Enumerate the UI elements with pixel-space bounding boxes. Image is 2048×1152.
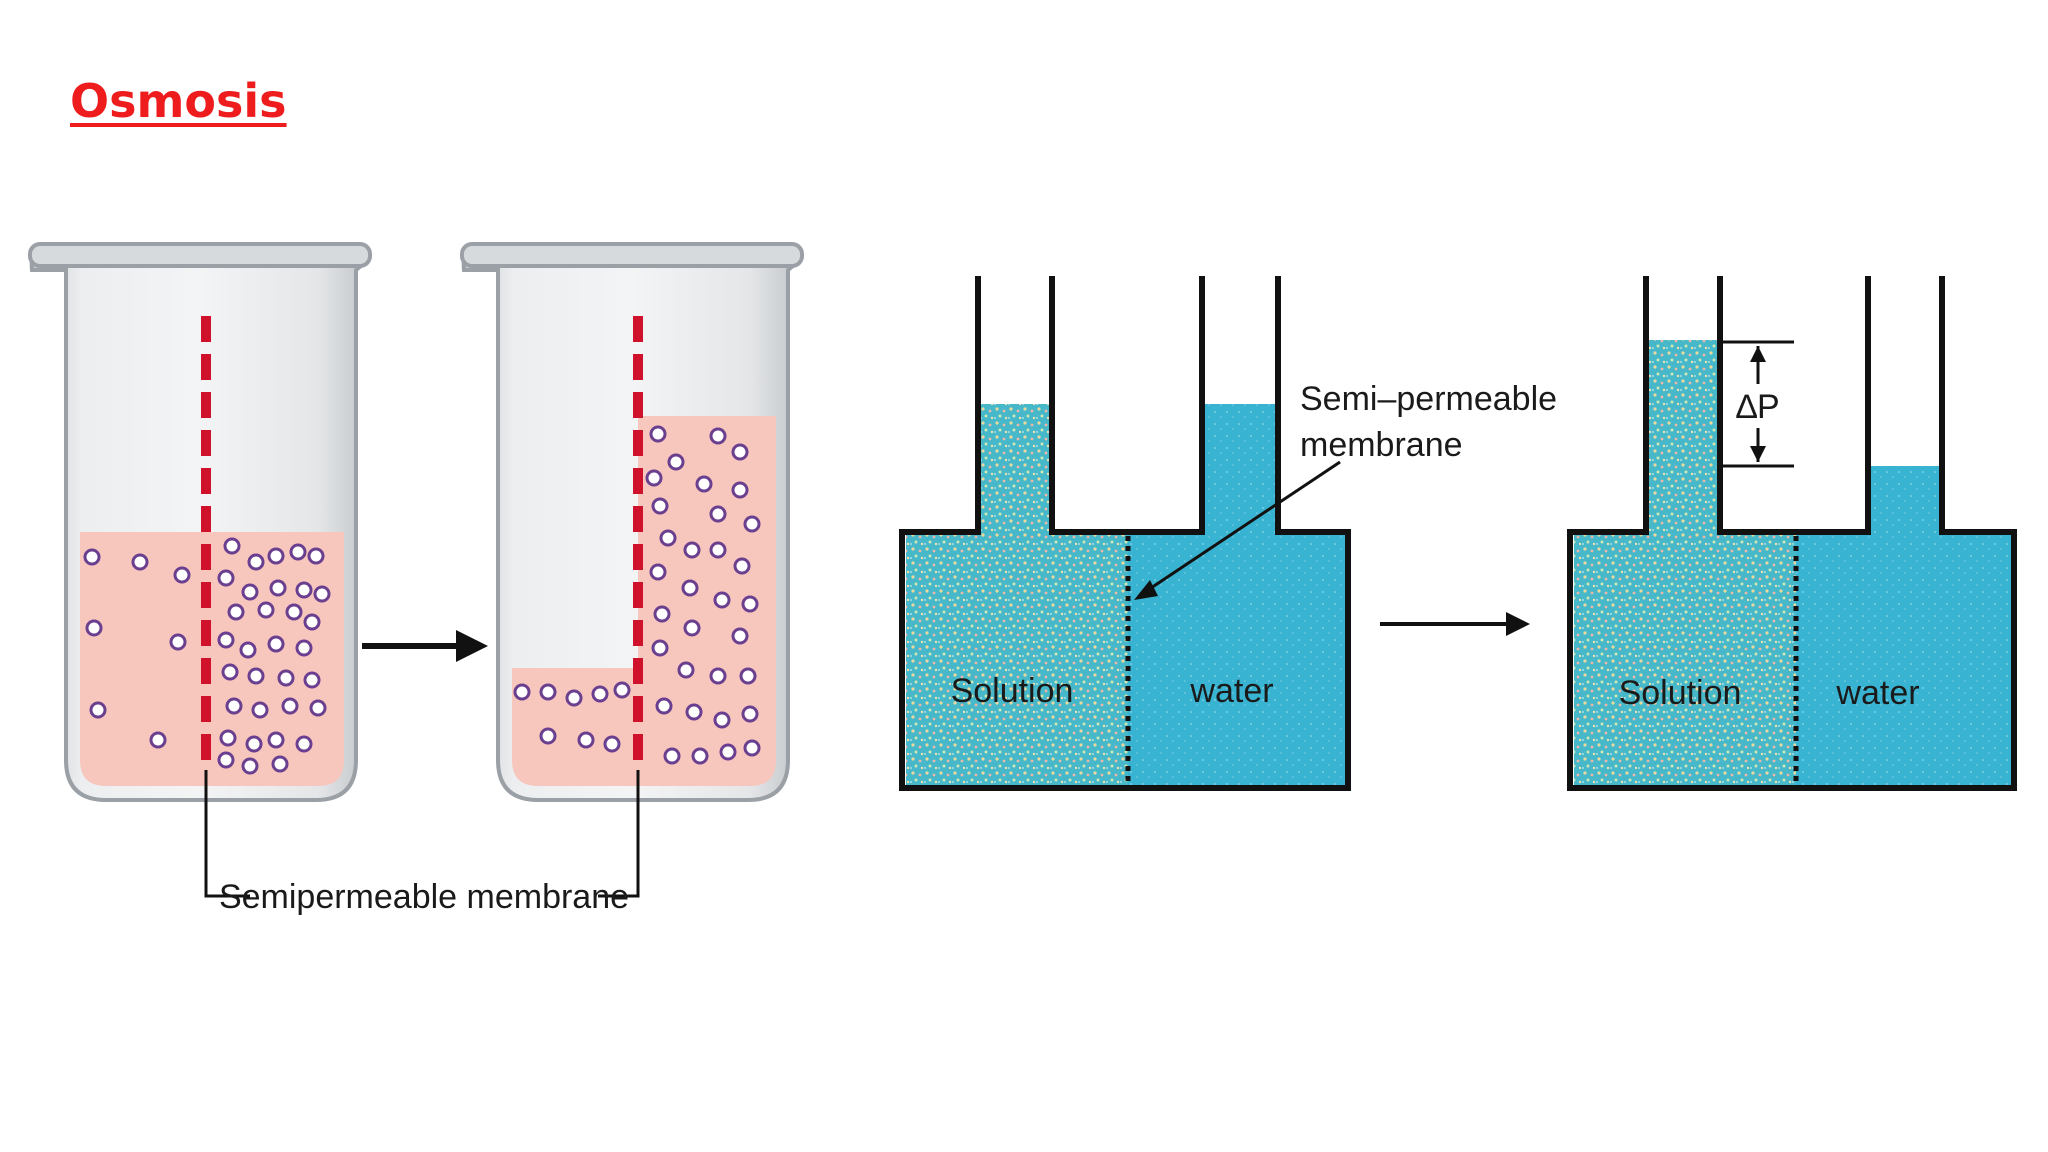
membrane-label-line1: Semi–permeable	[1300, 380, 1557, 418]
tank-before-water-label: water	[1189, 672, 1273, 710]
arrow-right-icon	[362, 630, 488, 662]
beaker-membrane-label: Semipermeable membrane	[219, 878, 629, 916]
solute-particles	[83, 537, 331, 775]
solution-fill	[638, 416, 776, 786]
membrane-label-bracket	[204, 770, 640, 898]
beaker-rim	[460, 242, 804, 268]
tank-before	[899, 276, 1351, 791]
beaker-rim	[28, 242, 372, 268]
solute-particles	[513, 425, 761, 765]
tank-after	[1567, 276, 2017, 791]
slide-title: Osmosis	[70, 74, 287, 128]
tank-before-solution-label: Solution	[951, 672, 1074, 710]
tank-after-solution-label: Solution	[1619, 674, 1742, 712]
membrane-label-line2: membrane	[1300, 426, 1463, 464]
arrow-right-icon	[1380, 612, 1530, 636]
pressure-label: ∆P	[1736, 388, 1779, 426]
pressure-difference-marker	[1722, 340, 1794, 468]
membrane-pointer	[1141, 460, 1341, 596]
beaker-before	[28, 242, 372, 802]
beaker-after	[460, 242, 804, 802]
tank-after-water-label: water	[1835, 674, 1919, 712]
